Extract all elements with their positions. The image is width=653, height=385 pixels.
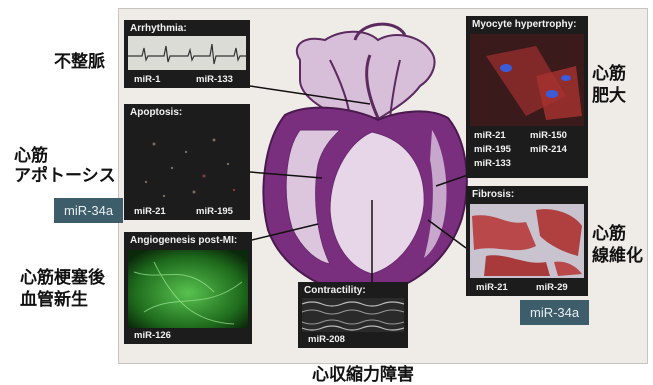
hypertrophy-mir-4: miR-214 [530,144,567,155]
apoptosis-mir-2: miR-195 [196,206,233,217]
arrhythmia-label: 不整脈 [54,52,105,72]
hypertrophy-label-line1: 心筋 [592,64,626,84]
hypertrophy-mir-5: miR-133 [474,158,511,169]
apoptosis-mir34a-tag: miR-34a [54,198,123,223]
contractility-panel: Contractility: miR-208 [298,282,408,348]
angiogenesis-label-line2: 血管新生 [20,290,88,310]
angiogenesis-panel: Angiogenesis post-MI: miR-126 [124,232,252,344]
hypertrophy-panel: Myocyte hypertrophy: miR-21 miR-150 miR-… [466,16,588,178]
hypertrophy-mir-1: miR-21 [474,130,506,141]
apoptosis-micrograph [124,104,250,220]
apoptosis-label-line2: アポトーシス [14,166,116,186]
apoptosis-label-line1: 心筋 [14,146,48,166]
arrhythmia-mir-1: miR-1 [134,74,160,85]
angiogenesis-mir-1: miR-126 [134,330,171,341]
fibrosis-mir-1: miR-21 [476,282,508,293]
hypertrophy-mir-2: miR-150 [530,130,567,141]
fibrosis-label-line2: 線維化 [592,246,643,266]
apoptosis-panel: Apoptosis: miR-21 miR-195 [124,104,250,220]
fibrosis-panel: Fibrosis: miR-21 miR-29 [466,186,588,296]
hypertrophy-label-line2: 肥大 [592,86,626,106]
fibrosis-mir34a-tag: miR-34a [520,300,589,325]
hypertrophy-mir-3: miR-195 [474,144,511,155]
angiogenesis-micrograph [124,232,252,344]
arrhythmia-panel: Arrhythmia: miR-1 miR-133 [124,20,250,88]
fibrosis-label-line1: 心筋 [592,224,626,244]
arrhythmia-mir-2: miR-133 [196,74,233,85]
apoptosis-mir-1: miR-21 [134,206,166,217]
fibrosis-micrograph [466,186,588,296]
contractility-mir-1: miR-208 [308,334,345,345]
fibrosis-mir-2: miR-29 [536,282,568,293]
angiogenesis-label-line1: 心筋梗塞後 [20,268,105,288]
contractility-label: 心収縮力障害 [312,365,414,385]
